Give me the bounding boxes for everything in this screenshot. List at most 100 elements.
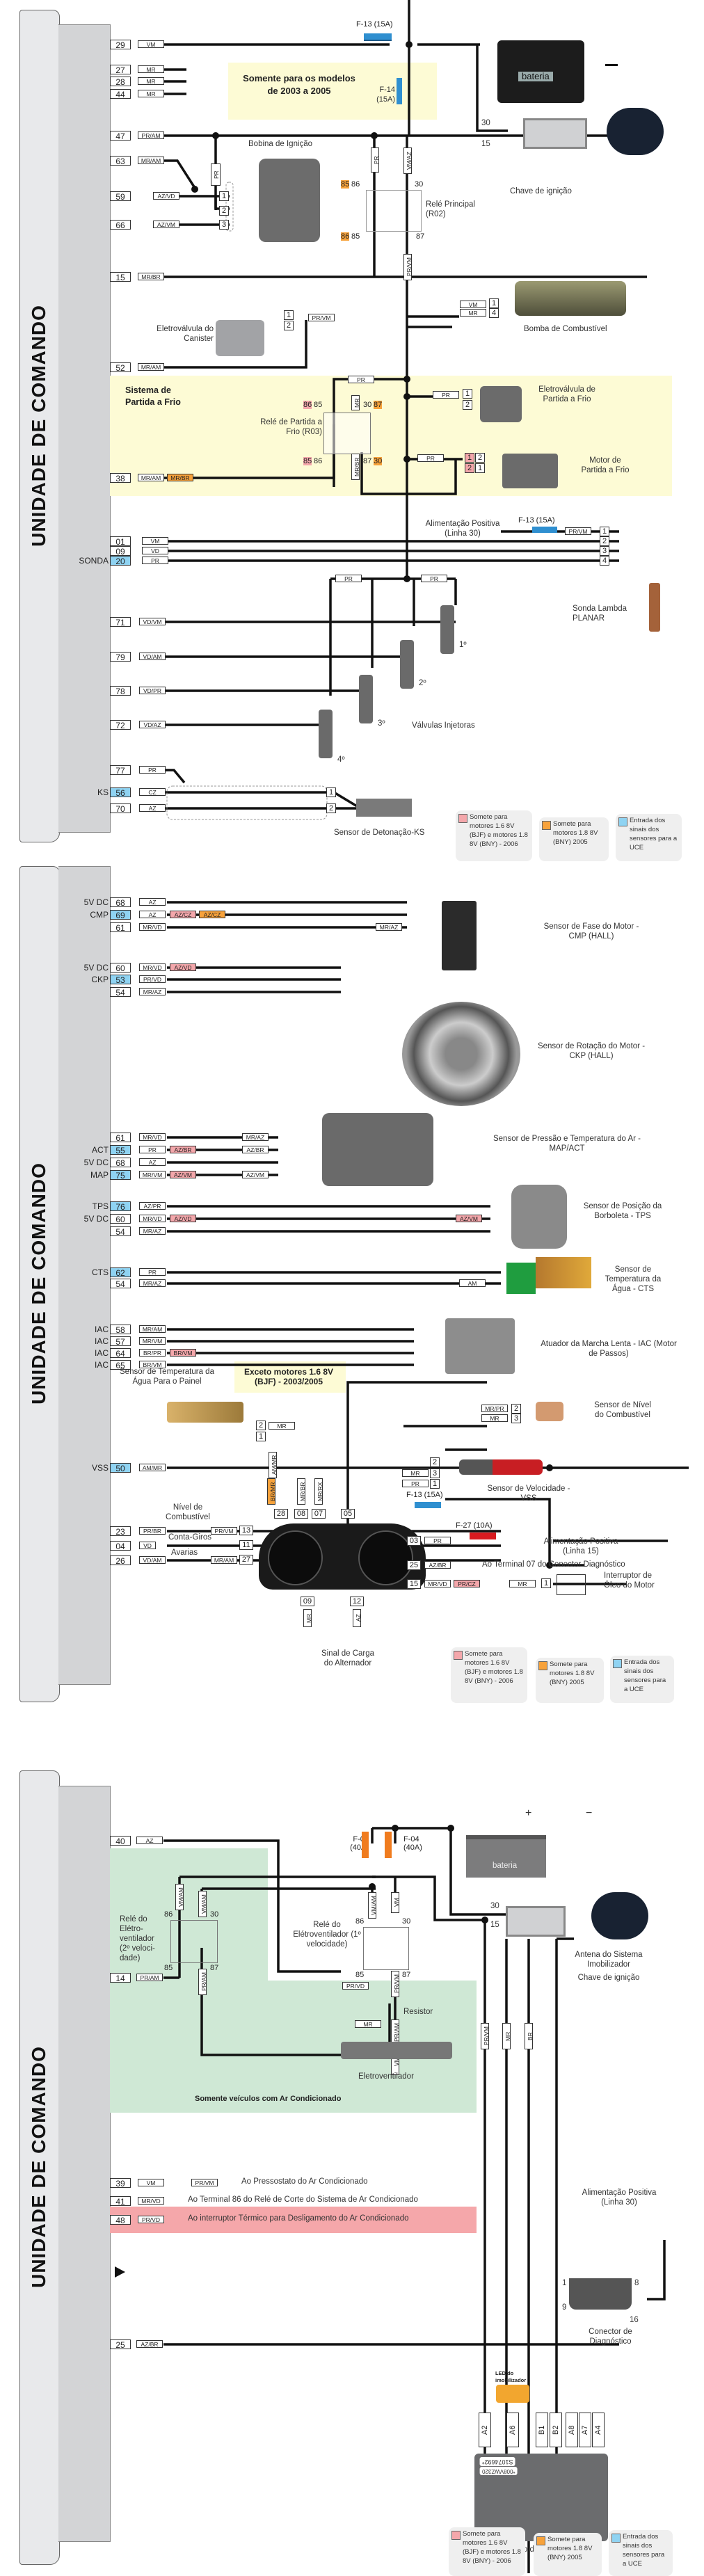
ignition-coil-icon [259, 159, 320, 242]
led-icon [496, 2385, 529, 2403]
cold-motor-terminal-1b: 2 [475, 453, 485, 463]
side-label-5vdc: 5V DC [83, 897, 109, 907]
wire-15: MR/BR [138, 273, 164, 280]
cold-relay-pin-87a: 87 [374, 401, 383, 409]
pin-75: 75 [110, 1170, 131, 1181]
ignition-15-label: 15 [481, 140, 490, 148]
pin-69: 69 [110, 910, 131, 920]
fuel-pump-wire-1: VM [460, 301, 486, 308]
lambda-supply-label: Alimentação Positiva (Linha 30) [425, 520, 500, 538]
side-label-5vdc-tps: 5V DC [83, 1214, 109, 1224]
panel-temp-note-box [234, 1361, 346, 1393]
injector-2-icon [400, 640, 414, 689]
cluster-terminal-03: 03 [407, 1536, 421, 1546]
panel-temp-wire-2: MR [269, 1422, 295, 1430]
cluster-terminal-13: 13 [239, 1526, 253, 1535]
fan-icon [341, 2042, 452, 2059]
side-label-map: MAP [90, 1170, 109, 1180]
ecu-body [19, 10, 60, 842]
fault-caption: Avarias [171, 1549, 198, 1557]
side-label-5vdc-ckp: 5V DC [83, 963, 109, 973]
legend-pink-swatch [458, 814, 467, 823]
cluster-terminal-12: 12 [350, 1597, 364, 1606]
legend-blue-swatch [618, 817, 627, 826]
fuel-level-wire-3: MR [481, 1414, 508, 1422]
oil-switch-label: Interruptor de Óleo do Motor [604, 1571, 655, 1590]
legend-blue-swatch [613, 1659, 622, 1668]
wire-60-tps-alt: AZ/VD [170, 1215, 196, 1222]
wire-75: MR/VM [139, 1171, 166, 1178]
cold-relay-pin-85b: 85 [303, 457, 312, 465]
wire-53: PR/VD [139, 975, 166, 983]
wire-61-map: MR/VD [139, 1133, 166, 1141]
wire-66: AZ/VM [153, 221, 179, 228]
legend-blue-text: Entrada dos sinais dos sensores para a U… [623, 2533, 665, 2568]
wire-59: AZ/VD [153, 192, 179, 200]
wire-54: MR/AZ [139, 988, 166, 995]
ign-15-label-2: 15 [490, 1921, 499, 1929]
cold-relay-wire-mr: MR [351, 395, 360, 410]
legend-pink-3: Somete para motores 1.6 8V (BJF) e motor… [449, 2527, 525, 2576]
pin-56: 56 [110, 787, 131, 798]
pin-09: 09 [110, 546, 131, 557]
lambda-terminal-2: 2 [600, 536, 609, 546]
pin-26: 26 [110, 1555, 131, 1566]
wire-61-far: MR/AZ [376, 923, 402, 931]
panel-sensors: UNIDADE DE COMANDO Exceto motores 1.6 8V… [0, 866, 704, 1753]
relay1-wire-b: VM [391, 1892, 400, 1913]
cts-sensor-body-icon [536, 1257, 591, 1288]
main-relay-pin-86: 86 [351, 180, 360, 189]
ignition-key-icon-2 [591, 1892, 648, 1939]
legend-orange-text: Somete para motores 1.8 8V (BNY) 2005 [547, 2536, 593, 2561]
wire-71: VD/VM [139, 618, 166, 625]
pin-59: 59 [110, 191, 131, 202]
battery-label: bateria [518, 72, 553, 81]
relay2-pin-30: 30 [210, 1910, 219, 1919]
fuse-f27-label: F-27 (10A) [456, 1521, 493, 1530]
wire-55-far: AZ/BR [242, 1146, 269, 1153]
imm-terminal-b2: B2 [550, 2413, 562, 2447]
relay1-wire-a: VM/AM [368, 1892, 377, 1919]
pin-28: 28 [110, 77, 131, 87]
wire-39-far: PR/VM [191, 2179, 218, 2186]
pin-41: 41 [110, 2196, 131, 2207]
pin-64: 64 [110, 1348, 131, 1359]
cluster-wire-15-far: MR [509, 1580, 536, 1587]
iac-actuator-label: Atuador da Marcha Lenta - IAC (Motor de … [541, 1340, 677, 1358]
pin-39: 39 [110, 2178, 131, 2189]
ignition-switch-icon-2 [506, 1906, 566, 1937]
pin-44: 44 [110, 89, 131, 99]
fuel-level-sensor-label: Sensor de Nível do Combustível [594, 1401, 651, 1419]
pin-77: 77 [110, 765, 131, 776]
relay1-wire-c: PR/VM [391, 1971, 400, 1997]
wire-64: BR/PR [139, 1349, 166, 1357]
pin-62: 62 [110, 1267, 131, 1278]
knock-terminal-1: 1 [326, 787, 336, 797]
cold-motor-wire: PR [417, 454, 444, 462]
pin-63: 63 [110, 156, 131, 166]
lambda-terminal-4: 4 [600, 556, 609, 566]
legend-pink-swatch [451, 2531, 461, 2540]
wire-09: VD [142, 547, 168, 554]
wire-23: PR/BR [139, 1527, 166, 1535]
injector-1-icon [440, 605, 454, 654]
pin-70: 70 [110, 803, 131, 814]
iac-actuator-icon [445, 1318, 515, 1374]
cold-motor-terminal-2b: 1 [475, 463, 485, 473]
side-label-iac-3: IAC [94, 1348, 109, 1358]
legend-pink-text: Somete para motores 1.6 8V (BJF) e motor… [465, 1650, 523, 1685]
cold-relay-pin-86a: 86 [303, 401, 312, 409]
legend-blue-swatch [611, 2534, 621, 2543]
wire-61-map-far: MR/AZ [242, 1133, 269, 1141]
pin-23: 23 [110, 1526, 131, 1537]
injectors-label: Válvulas Injetoras [412, 721, 475, 730]
pin-54-tps: 54 [110, 1226, 131, 1237]
ecu-body [19, 1770, 60, 2565]
wire-14: PR/AM [136, 1974, 163, 1981]
relay2-pin-86: 86 [164, 1910, 173, 1919]
wire-75-far: AZ/VM [242, 1171, 269, 1178]
knock-sensor-label: Sensor de Detonação-KS [334, 829, 425, 837]
wire-41: MR/VD [138, 2197, 164, 2205]
panel-fan-immobilizer: UNIDADE DE COMANDO Somente veículos com … [0, 1753, 704, 2576]
injector-4-label: 4º [337, 755, 345, 764]
